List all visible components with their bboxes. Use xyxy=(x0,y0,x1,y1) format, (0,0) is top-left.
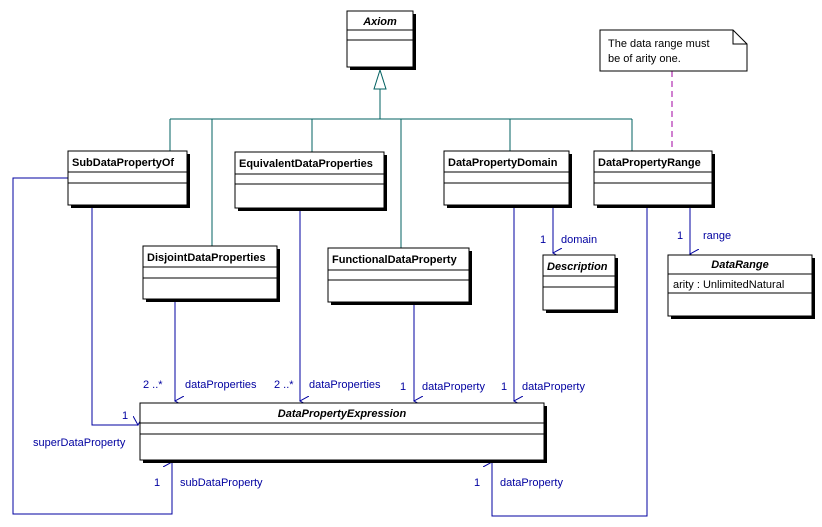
domain-property-role: dataProperty xyxy=(522,381,585,393)
disjoint-multiplicity: 2 ..* xyxy=(143,379,163,391)
class-functional-data-property[interactable]: FunctionalDataProperty xyxy=(327,247,472,305)
range-multiplicity: 1 xyxy=(677,230,683,242)
class-name-data-property-expression: DataPropertyExpression xyxy=(278,408,407,420)
sub-role: subDataProperty xyxy=(180,477,263,489)
sub-multiplicity: 1 xyxy=(154,477,160,489)
range-property-role: dataProperty xyxy=(500,477,563,489)
class-name-sub-data-property-of: SubDataPropertyOf xyxy=(72,157,174,169)
class-data-property-expression[interactable]: DataPropertyExpression xyxy=(139,402,547,463)
association-lines xyxy=(12,177,690,517)
disjoint-role: dataProperties xyxy=(185,379,257,391)
equivalent-multiplicity: 2 ..* xyxy=(274,379,294,391)
class-disjoint-data-properties[interactable]: DisjointDataProperties xyxy=(142,245,280,302)
functional-multiplicity: 1 xyxy=(400,381,406,393)
class-name-equivalent-data-properties: EquivalentDataProperties xyxy=(239,158,373,170)
note-line-2: be of arity one. xyxy=(608,53,681,65)
range-role: range xyxy=(703,230,731,242)
functional-role: dataProperty xyxy=(422,381,485,393)
domain-role: domain xyxy=(561,234,597,246)
generalization-arrowhead xyxy=(373,68,387,90)
note-line-1: The data range must xyxy=(608,38,710,50)
class-description[interactable]: Description xyxy=(542,254,618,313)
class-name-data-property-range: DataPropertyRange xyxy=(598,157,701,169)
class-data-property-domain[interactable]: DataPropertyDomain xyxy=(443,150,572,208)
domain-property-multiplicity: 1 xyxy=(501,381,507,393)
class-name-functional-data-property: FunctionalDataProperty xyxy=(332,254,458,266)
super-role: superDataProperty xyxy=(33,437,126,449)
class-name-data-property-domain: DataPropertyDomain xyxy=(448,157,558,169)
range-property-multiplicity: 1 xyxy=(474,477,480,489)
class-sub-data-property-of[interactable]: SubDataPropertyOf xyxy=(67,150,190,208)
class-axiom[interactable]: Axiom xyxy=(346,10,416,70)
constraint-note: The data range must be of arity one. xyxy=(599,29,748,72)
class-name-disjoint-data-properties: DisjointDataProperties xyxy=(147,252,266,264)
domain-multiplicity: 1 xyxy=(540,234,546,246)
class-name-data-range: DataRange xyxy=(711,259,768,271)
attribute-arity: arity : UnlimitedNatural xyxy=(673,279,784,291)
super-multiplicity: 1 xyxy=(122,410,128,422)
generalization-lines xyxy=(169,89,633,248)
class-data-property-range[interactable]: DataPropertyRange xyxy=(593,150,715,208)
class-equivalent-data-properties[interactable]: EquivalentDataProperties xyxy=(234,151,387,211)
class-name-description: Description xyxy=(547,261,608,273)
equivalent-role: dataProperties xyxy=(309,379,381,391)
association-labels: 1 domain 1 range 2 ..* dataProperties 2 … xyxy=(33,230,731,489)
class-data-range[interactable]: DataRange arity : UnlimitedNatural xyxy=(667,254,815,319)
class-name-axiom: Axiom xyxy=(362,16,397,28)
